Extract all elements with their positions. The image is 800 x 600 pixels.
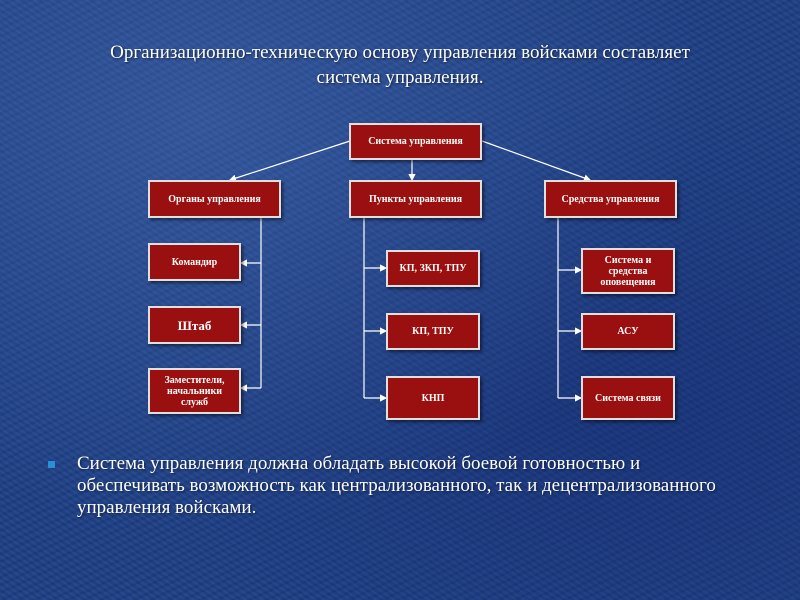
arrow-root-to-organs <box>228 140 351 182</box>
child-warning-system: Система и средства оповещения <box>581 248 675 294</box>
branch-organs: Органы управления <box>148 180 281 218</box>
child-knp: КНП <box>386 376 480 420</box>
branch-points: Пункты управления <box>349 180 482 218</box>
child-commander: Командир <box>148 243 241 281</box>
child-deputies: Заместители, начальники служб <box>148 368 241 414</box>
bullet-item: Система управления должна обладать высок… <box>48 453 748 519</box>
bullet-square-icon <box>48 461 55 468</box>
slide-title: Организационно-техническую основу управл… <box>40 40 760 90</box>
branch-means: Средства управления <box>544 180 677 218</box>
child-kp-zkp-tpu: КП, ЗКП, ТПУ <box>386 250 480 287</box>
child-asu: АСУ <box>581 313 675 350</box>
title-line-2: система управления. <box>316 67 484 88</box>
bullet-text: Система управления должна обладать высок… <box>77 453 716 518</box>
root-box: Система управления <box>349 123 482 160</box>
child-kp-tpu: КП, ТПУ <box>386 313 480 350</box>
arrow-root-to-means <box>481 140 592 182</box>
child-staff: Штаб <box>148 306 241 344</box>
title-line-1: Организационно-техническую основу управл… <box>110 42 690 63</box>
child-comm-system: Система связи <box>581 376 675 420</box>
